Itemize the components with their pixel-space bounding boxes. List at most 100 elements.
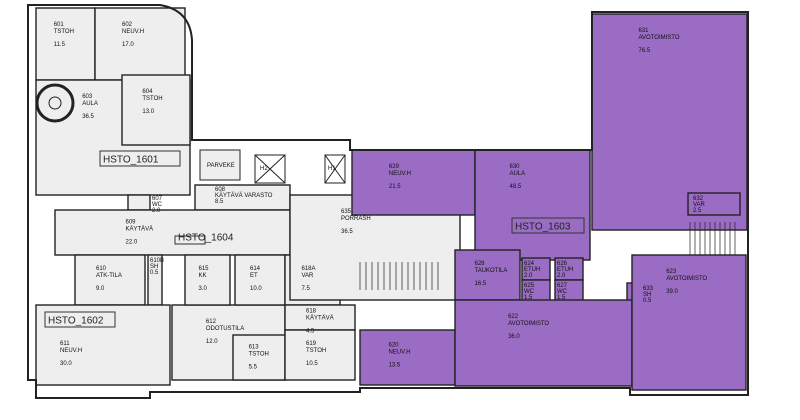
room-shape[interactable] [474,149,591,261]
room-shape[interactable] [234,254,286,306]
room-area: 22.0 [126,240,138,246]
room-shape[interactable] [54,209,291,256]
room-628[interactable] [454,249,521,301]
main-staircase [359,222,736,290]
room-number: 608 [215,187,226,193]
room-name: ETUH [524,267,540,273]
room-number: 602 [122,22,133,28]
room-629[interactable] [351,149,476,216]
room-area: 17.0 [122,42,134,48]
elevator-h2 [254,154,286,184]
room-608[interactable] [194,184,291,211]
room-shape[interactable] [127,194,151,211]
room-area: 36.0 [508,334,520,340]
room-number: 631 [639,28,650,34]
elevator-h2-label: H2 [260,166,268,172]
room-shape[interactable] [687,192,741,216]
room-area: 13.0 [142,109,154,115]
room-name: TSTOH [249,352,269,358]
room-611[interactable] [35,304,171,386]
room-name: SH [643,292,651,298]
room-name: WC [557,289,568,295]
room-shape[interactable] [121,74,191,146]
room-shape[interactable] [232,334,286,381]
room-number: 609 [126,220,137,226]
room-632[interactable] [687,192,741,216]
room-shape[interactable] [184,254,231,306]
room-610[interactable] [74,254,146,306]
room-name: NEUV.H [389,171,411,177]
room-shape[interactable] [454,249,521,301]
room-shape[interactable] [284,304,356,331]
room-shape[interactable] [359,329,456,386]
room-name: KÄYTÄVÄ [126,226,154,233]
room-name: WC [152,202,163,208]
room-shape[interactable] [35,7,96,81]
room-shape[interactable] [454,299,633,387]
balcony [199,149,241,181]
room-618[interactable] [284,304,356,331]
room-number: 603 [82,94,93,100]
room-shape[interactable] [194,184,291,211]
room-614[interactable] [234,254,286,306]
room-615[interactable] [184,254,231,306]
room-name: TSTOH [54,29,74,35]
room-name: AVOTOIMISTO [666,276,707,282]
room-name: KÄYTÄVÄ [306,315,334,322]
room-620[interactable] [359,329,456,386]
room-609[interactable] [54,209,291,256]
room-number: 622 [508,314,519,320]
room-area: 2.5 [693,208,702,214]
room-623[interactable] [631,254,747,391]
room-shape[interactable] [74,254,146,306]
room-shape[interactable] [35,304,171,386]
room-number: 630 [510,164,521,170]
room-number: 632 [693,196,704,202]
room-area: 0.5 [150,270,159,276]
room-shape[interactable] [284,329,356,381]
room-602[interactable] [94,7,186,81]
room-607[interactable] [127,194,151,211]
room-area: 36.5 [341,229,353,235]
room-area: 4.5 [306,329,315,335]
zone-label-hsto_1603: HSTO_1603 [515,222,571,233]
room-area: 8.5 [215,199,224,205]
room-name: NEUV.H [60,348,82,354]
room-area: 0.5 [643,298,652,304]
room-604[interactable] [121,74,191,146]
room-name: TSTOH [142,96,162,102]
room-622[interactable] [454,299,633,387]
room-name: KK [199,273,207,279]
room-601[interactable] [35,7,96,81]
room-613[interactable] [232,334,286,381]
room-name: SH [150,264,158,270]
room-shape[interactable] [631,254,747,391]
room-619[interactable] [284,329,356,381]
room-number: 633 [643,286,654,292]
room-area: 16.5 [475,281,487,287]
room-name: ODOTUSTILA [206,326,244,332]
room-shape[interactable] [351,149,476,216]
room-number: 620 [389,343,400,349]
room-number: 627 [557,283,568,289]
room-area: 10.0 [250,286,262,292]
room-shape[interactable] [94,7,186,81]
zone-box [174,235,206,245]
room-630[interactable] [474,149,591,261]
